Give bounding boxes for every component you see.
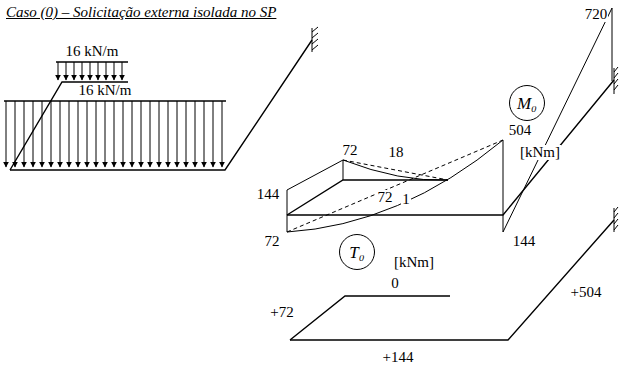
load-arrow [132,101,133,167]
value-label: 720 [584,7,609,22]
load-arrow [66,62,67,80]
load-arrow [78,101,79,167]
grid-member [290,296,450,340]
load-arrow [114,62,115,80]
load-arrow [96,101,97,167]
moment-diagram [287,160,343,215]
diagram-circle: M₀ [509,85,545,121]
moment-diagram [343,160,448,180]
moment-diagram [287,140,503,232]
moment-diagram [503,8,612,232]
load-arrow [114,101,115,167]
load-arrow [33,101,34,167]
load-arrow [60,101,61,167]
value-label: 144 [256,187,281,202]
diagram-symbol: M₀ [517,95,537,112]
fixed-support [614,67,618,94]
load-arrow [213,101,214,167]
load-arrow [177,101,178,167]
moment-diagram [503,140,504,215]
value-label: 72 [264,234,281,249]
load-arrow [123,101,124,167]
load-arrow [69,101,70,167]
fixed-support [614,207,618,232]
grid-member [287,80,614,215]
load-line [56,61,128,62]
load-arrow [106,62,107,80]
value-label: 16 kN/m [65,44,120,59]
value-label: 1 [401,192,411,207]
load-arrow [150,101,151,167]
value-label: +72 [269,305,294,320]
value-label: 504 [508,123,533,138]
load-arrow [222,101,223,167]
value-label: 16 kN/m [78,83,133,98]
load-arrow [159,101,160,167]
value-label: 18 [388,145,405,160]
fixed-support [312,27,318,52]
load-arrow [204,101,205,167]
diagram-symbol: T₀ [349,244,364,261]
grid-member [10,40,312,170]
value-label: 144 [512,234,537,249]
value-label: +504 [570,285,603,300]
load-arrow [168,101,169,167]
value-label: 0 [390,276,400,291]
value-label: 72 [377,190,394,205]
load-arrow [141,101,142,167]
load-arrow [74,62,75,80]
value-label: [kNm] [519,145,561,160]
load-arrow [51,101,52,167]
value-label: +144 [382,350,415,365]
value-label: [kNm] [393,255,435,270]
dashed-chord [287,140,503,232]
grid-member [290,220,614,340]
load-arrow [87,101,88,167]
load-arrow [186,101,187,167]
load-arrow [24,101,25,167]
dashed-chord [343,160,448,180]
load-arrow [42,101,43,167]
load-arrow [98,62,99,80]
value-label: 72 [342,143,359,158]
load-arrow [90,62,91,80]
load-arrow [105,101,106,167]
load-arrow [6,101,7,167]
title: Caso (0) – Solicitação externa isolada n… [5,5,277,20]
load-line [4,100,226,101]
load-arrow [15,101,16,167]
load-arrow [58,62,59,80]
load-arrow [82,62,83,80]
diagram-circle: T₀ [339,234,375,270]
load-arrow [122,62,123,80]
load-arrow [195,101,196,167]
